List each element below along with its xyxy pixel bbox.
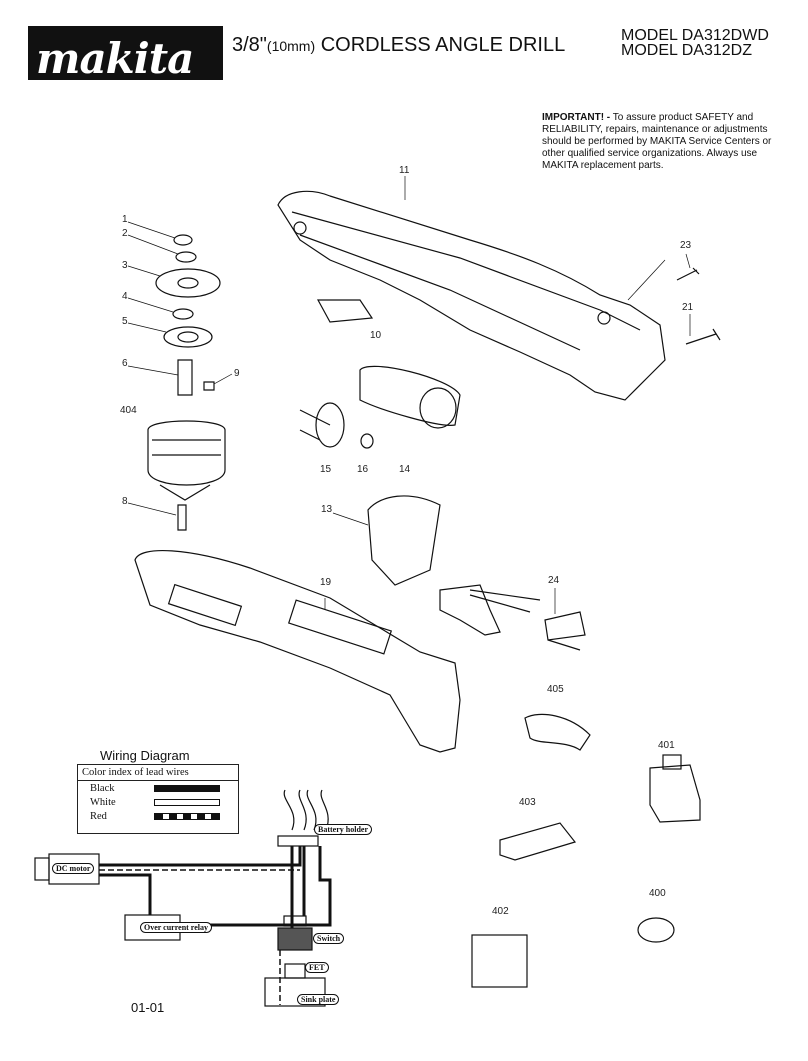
housing-half-19 bbox=[134, 549, 461, 753]
page-title: 3/8"(10mm) CORDLESS ANGLE DRILL bbox=[232, 34, 565, 57]
callout-4: 4 bbox=[122, 291, 128, 302]
important-text: To assure product SAFETY and RELIABILITY… bbox=[542, 112, 772, 171]
part-3-gear bbox=[155, 268, 221, 298]
label-battery-holder: Battery holder bbox=[314, 824, 372, 835]
part-5-bearing bbox=[163, 326, 213, 348]
color-name: Red bbox=[90, 810, 107, 822]
callout-400: 400 bbox=[649, 888, 666, 899]
part-1-nut bbox=[173, 234, 193, 246]
model-number-1: MODEL DA312DWD bbox=[621, 27, 769, 44]
callout-14: 14 bbox=[399, 464, 411, 475]
label-switch: Switch bbox=[313, 933, 345, 944]
title-unit: (10mm) bbox=[266, 38, 316, 54]
callout-6: 6 bbox=[122, 358, 128, 369]
part-14-motor bbox=[359, 365, 461, 426]
callout-15: 15 bbox=[320, 464, 332, 475]
part-401-battery bbox=[649, 764, 701, 823]
callout-16: 16 bbox=[357, 464, 369, 475]
screw-21 bbox=[685, 328, 721, 345]
title-name: CORDLESS ANGLE DRILL bbox=[315, 34, 566, 56]
color-index-table: Color index of lead wires Black White Re… bbox=[77, 764, 239, 834]
color-name: White bbox=[90, 796, 116, 808]
part-13-cover bbox=[367, 495, 441, 586]
callout-10: 10 bbox=[370, 330, 382, 341]
important-label: IMPORTANT! - bbox=[542, 112, 611, 123]
part-403-charger bbox=[499, 822, 577, 861]
swatch-black bbox=[154, 784, 220, 792]
part-10-switch-holder bbox=[316, 299, 374, 323]
part-4-washer bbox=[172, 308, 194, 320]
callout-5: 5 bbox=[122, 316, 128, 327]
color-row-white: White bbox=[78, 795, 238, 809]
part-404-chuck bbox=[147, 420, 226, 486]
callout-21: 21 bbox=[682, 302, 694, 313]
callout-405: 405 bbox=[547, 684, 564, 695]
color-row-red: Red bbox=[78, 809, 238, 823]
callout-2: 2 bbox=[122, 228, 128, 239]
wiring-diagram-title: Wiring Diagram bbox=[100, 748, 190, 763]
part-402-case bbox=[471, 934, 528, 988]
part-405-goggles bbox=[524, 713, 591, 751]
callout-1: 1 bbox=[122, 214, 128, 225]
callout-23: 23 bbox=[680, 240, 692, 251]
callout-9: 9 bbox=[234, 368, 240, 379]
part-6-spindle bbox=[177, 359, 193, 396]
callout-403: 403 bbox=[519, 797, 536, 808]
callout-19: 19 bbox=[320, 577, 332, 588]
part-8-screw bbox=[177, 504, 187, 531]
label-over-current-relay: Over current relay bbox=[140, 922, 212, 933]
screw-23 bbox=[676, 267, 700, 281]
callout-3: 3 bbox=[122, 260, 128, 271]
part-2-washer bbox=[175, 251, 197, 263]
swatch-white bbox=[154, 798, 220, 806]
label-fet: FET bbox=[305, 962, 329, 973]
part-16-bushing bbox=[360, 433, 374, 449]
color-row-black: Black bbox=[78, 781, 238, 795]
brand-logo: makita bbox=[36, 34, 194, 83]
brand-logo-box bbox=[28, 26, 223, 80]
model-number-2: MODEL DA312DZ bbox=[621, 42, 752, 59]
callout-11: 11 bbox=[399, 165, 410, 176]
part-15-armature bbox=[315, 402, 345, 448]
important-notice: IMPORTANT! - To assure product SAFETY an… bbox=[542, 112, 774, 172]
title-size: 3/8" bbox=[232, 34, 267, 56]
callout-402: 402 bbox=[492, 906, 509, 917]
callout-8: 8 bbox=[122, 496, 128, 507]
color-name: Black bbox=[90, 782, 115, 794]
callout-13: 13 bbox=[321, 504, 333, 515]
color-index-header: Color index of lead wires bbox=[78, 765, 238, 781]
label-dc-motor: DC motor bbox=[52, 863, 95, 874]
callout-24: 24 bbox=[548, 575, 560, 586]
document-number: 01-01 bbox=[131, 1000, 165, 1015]
callout-404: 404 bbox=[120, 405, 137, 416]
swatch-red bbox=[154, 812, 220, 820]
label-sink-plate: Sink plate bbox=[297, 994, 340, 1005]
part-13-switch bbox=[439, 584, 501, 636]
housing-half-11 bbox=[277, 190, 666, 401]
callout-401: 401 bbox=[658, 740, 675, 751]
part-400-strap bbox=[637, 917, 675, 943]
part-9-pin bbox=[203, 381, 215, 391]
part-24-switch bbox=[544, 611, 586, 651]
